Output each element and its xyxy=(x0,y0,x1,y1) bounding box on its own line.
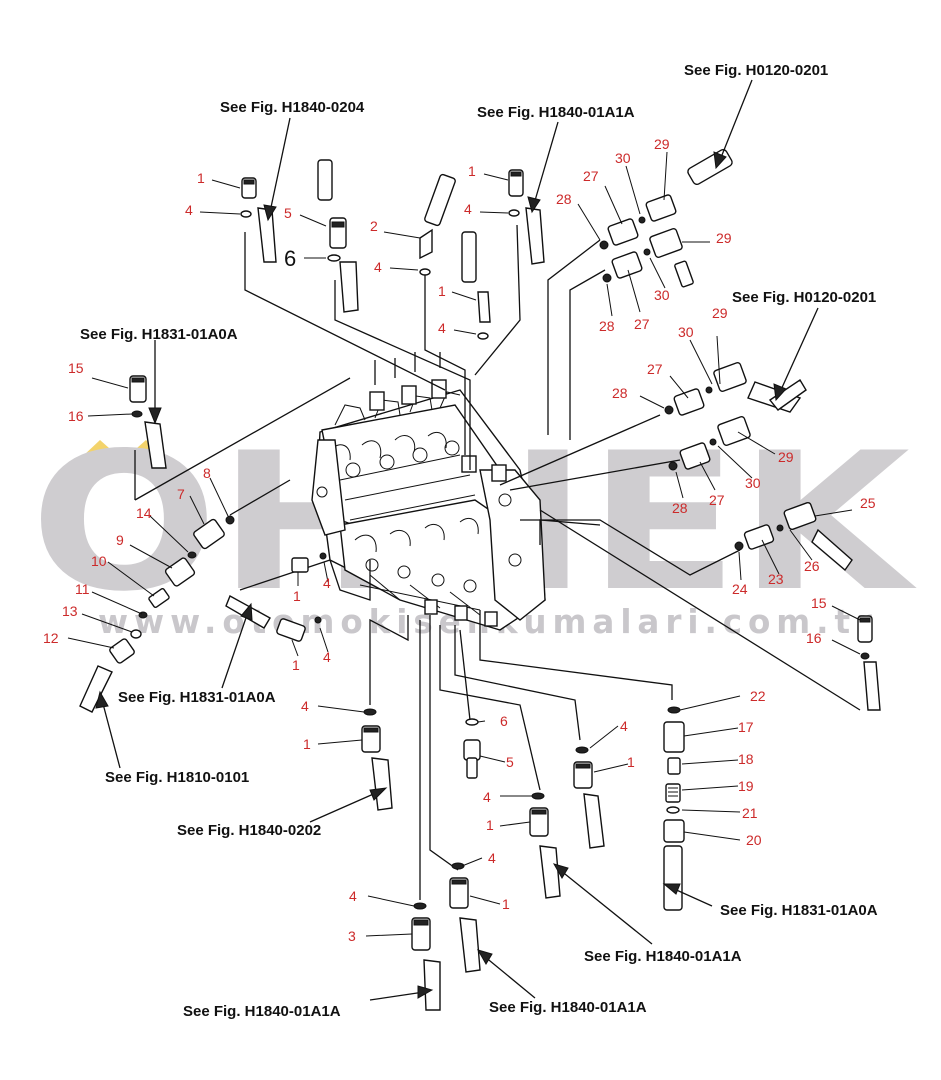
part-number: 15 xyxy=(811,595,827,611)
part-number: 28 xyxy=(672,500,688,516)
part-number: 4 xyxy=(488,850,496,866)
part-number: 4 xyxy=(483,789,491,805)
fittings xyxy=(79,148,881,1011)
part-number: 27 xyxy=(583,168,599,184)
part-number: 29 xyxy=(712,305,728,321)
part-number: 3 xyxy=(348,928,356,944)
part-number: 4 xyxy=(349,888,357,904)
part-number: 1 xyxy=(468,163,476,179)
part-number: 30 xyxy=(745,475,761,491)
part-number: 12 xyxy=(43,630,59,646)
part-number: 17 xyxy=(738,719,754,735)
part-number: 4 xyxy=(464,201,472,217)
part-number: 24 xyxy=(732,581,748,597)
part-number: 1 xyxy=(197,170,205,186)
part-number: 5 xyxy=(506,754,514,770)
part-number: 4 xyxy=(323,575,331,591)
part-number: 29 xyxy=(716,230,732,246)
part-number: 2 xyxy=(370,218,378,234)
part-number: 28 xyxy=(612,385,628,401)
part-number: 1 xyxy=(502,896,510,912)
part-number: 4 xyxy=(185,202,193,218)
part-number: 27 xyxy=(709,492,725,508)
part-number: 30 xyxy=(615,150,631,166)
part-number: 23 xyxy=(768,571,784,587)
part-number: 30 xyxy=(654,287,670,303)
ref-label-h1840-0204: See Fig. H1840-0204 xyxy=(220,99,365,116)
part-number: 28 xyxy=(599,318,615,334)
watermark-accent-left xyxy=(83,440,118,456)
part-number: 6 xyxy=(284,246,296,271)
part-number-labels: 1 4 5 6 2 4 1 4 1 4 28 27 30 29 29 30 27… xyxy=(43,136,876,944)
part-number: 18 xyxy=(738,751,754,767)
reference-labels: See Fig. H0120-0201 See Fig. H1840-0204 … xyxy=(80,62,878,1020)
part-number: 4 xyxy=(438,320,446,336)
part-number: 28 xyxy=(556,191,572,207)
assembly-lines xyxy=(134,224,861,900)
part-number: 21 xyxy=(742,805,758,821)
part-number: 13 xyxy=(62,603,78,619)
part-number: 16 xyxy=(806,630,822,646)
part-number: 19 xyxy=(738,778,754,794)
ref-label-h1810: See Fig. H1810-0101 xyxy=(105,769,249,786)
part-number: 1 xyxy=(292,657,300,673)
part-number: 1 xyxy=(438,283,446,299)
part-number: 20 xyxy=(746,832,762,848)
part-number: 27 xyxy=(647,361,663,377)
part-number: 29 xyxy=(778,449,794,465)
part-number: 22 xyxy=(750,688,766,704)
part-number: 7 xyxy=(177,486,185,502)
reference-arrows xyxy=(95,79,819,1001)
ref-label-h1831-left: See Fig. H1831-01A0A xyxy=(80,326,238,343)
part-number: 9 xyxy=(116,532,124,548)
ref-label-h0120-top: See Fig. H0120-0201 xyxy=(684,62,828,79)
part-number: 11 xyxy=(75,581,90,597)
part-leaders xyxy=(67,151,861,937)
part-number: 16 xyxy=(68,408,84,424)
ref-label-h1840-01a1a-top: See Fig. H1840-01A1A xyxy=(477,104,635,121)
part-number: 30 xyxy=(678,324,694,340)
ref-label-h1831-right: See Fig. H1831-01A0A xyxy=(720,902,878,919)
ref-label-h1840-01a1a-bl: See Fig. H1840-01A1A xyxy=(183,1003,341,1020)
ref-label-h1831-center: See Fig. H1831-01A0A xyxy=(118,689,276,706)
ref-label-h1840-01a1a-br: See Fig. H1840-01A1A xyxy=(489,999,647,1016)
control-valve-body xyxy=(311,379,546,631)
part-number: 25 xyxy=(860,495,876,511)
part-number: 4 xyxy=(374,259,382,275)
part-number: 6 xyxy=(500,713,508,729)
part-number: 4 xyxy=(323,649,331,665)
part-number: 4 xyxy=(620,718,628,734)
part-number: 8 xyxy=(203,465,211,481)
part-number: 1 xyxy=(627,754,635,770)
part-number: 5 xyxy=(284,205,292,221)
ref-label-h1840-01a1a-mid: See Fig. H1840-01A1A xyxy=(584,948,742,965)
part-number: 15 xyxy=(68,360,84,376)
part-number: 29 xyxy=(654,136,670,152)
part-number: 10 xyxy=(91,553,107,569)
part-number: 1 xyxy=(486,817,494,833)
part-number: 27 xyxy=(634,316,650,332)
ref-label-h0120-mid: See Fig. H0120-0201 xyxy=(732,289,876,306)
part-number: 26 xyxy=(804,558,820,574)
part-number: 14 xyxy=(136,505,152,521)
part-number: 1 xyxy=(303,736,311,752)
part-number: 1 xyxy=(293,588,301,604)
part-number: 4 xyxy=(301,698,309,714)
ref-label-h1840-0202: See Fig. H1840-0202 xyxy=(177,822,321,839)
